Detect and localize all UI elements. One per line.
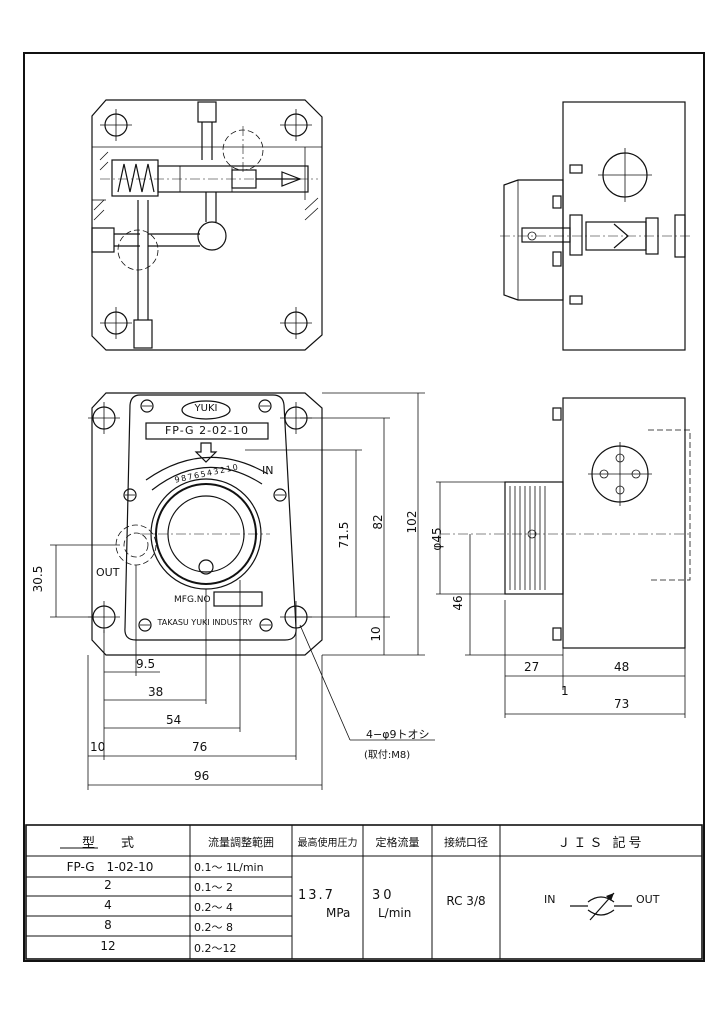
side-view-bottom-right (440, 397, 691, 649)
spec-table (25, 824, 703, 960)
drawing-frame (23, 52, 705, 962)
section-view-top-left (91, 99, 323, 351)
jis-flow-control-symbol (570, 892, 632, 921)
side-view-top-right (500, 101, 690, 351)
dimension-lines (50, 392, 686, 790)
front-view (88, 392, 323, 656)
